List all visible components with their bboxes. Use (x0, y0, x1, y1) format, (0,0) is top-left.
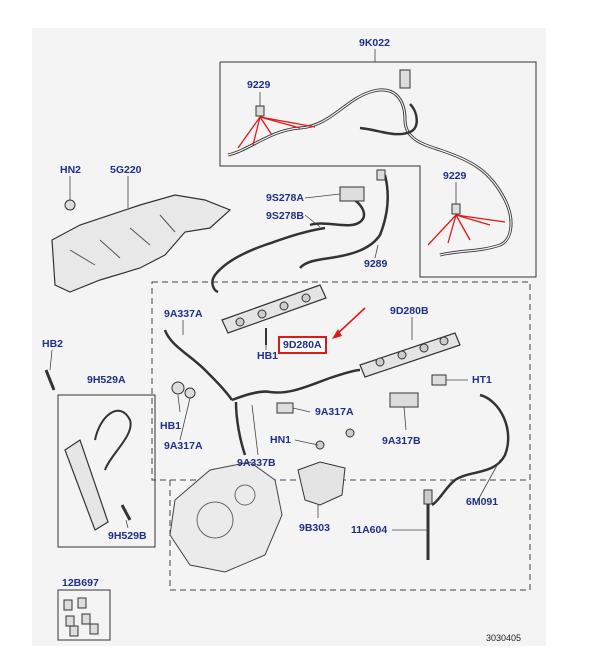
injector-9h529a (64, 439, 109, 531)
label-9a317a-right: 9A317A (315, 406, 354, 418)
label-9229-b: 9229 (443, 170, 467, 182)
fuel-rail-9d280a (221, 284, 327, 334)
label-11a604: 11A604 (351, 524, 388, 536)
label-hb2: HB2 (42, 338, 64, 350)
injector-line-9h529b (94, 409, 132, 471)
return-line-branch (359, 103, 418, 136)
clamp-9a317a-b (276, 402, 294, 414)
bolt-hb2 (44, 369, 56, 391)
group-box-12b697 (57, 589, 111, 641)
label-12b697: 12B697 (62, 577, 99, 589)
fuel-line-9s278a (309, 193, 366, 227)
reference-number: 3030405 (486, 633, 522, 643)
callout-fan-9229-b (427, 214, 506, 246)
label-ht1: HT1 (472, 374, 492, 386)
label-9a337b: 9A337B (237, 457, 276, 469)
label-6m091: 6M091 (466, 496, 499, 508)
label-hn1: HN1 (270, 434, 292, 446)
label-9d280a: 9D280A (278, 336, 327, 354)
label-9s278b: 9S278B (266, 210, 304, 222)
label-9s278a: 9S278A (266, 192, 304, 204)
fuel-line-9a337a (163, 329, 234, 401)
label-9229-a: 9229 (247, 79, 271, 91)
group-box-9k022 (219, 61, 537, 278)
heat-shield-5g220 (51, 194, 232, 293)
pressure-sensor (339, 186, 365, 202)
clamp-9a317a-a (171, 381, 185, 395)
label-9a317a-left: 9A317A (164, 440, 203, 452)
fuel-line-9a337b (231, 368, 361, 402)
label-9h529b: 9H529B (108, 530, 147, 542)
label-9289: 9289 (364, 258, 388, 270)
nut-hn2 (64, 199, 76, 211)
clamp-9a317b (389, 392, 419, 408)
connector-9229-a (255, 105, 265, 117)
label-5g220: 5G220 (110, 164, 142, 176)
label-9d280b: 9D280B (390, 305, 429, 317)
return-line-9k022 (227, 88, 513, 257)
label-9b303: 9B303 (299, 522, 330, 534)
clips-12b697 (63, 597, 99, 637)
leader-lines (49, 49, 501, 531)
label-9a317b: 9A317B (382, 435, 421, 447)
red-arrow (335, 307, 366, 336)
group-box-9h529 (57, 394, 156, 548)
label-9k022: 9K022 (359, 37, 390, 49)
connector-9229-b (451, 203, 461, 215)
bracket-9b303 (297, 461, 346, 506)
sensor-ht1 (431, 374, 447, 386)
fuel-line-9289 (299, 174, 389, 269)
label-hn2: HN2 (60, 164, 82, 176)
fuel-line-9s278b (211, 226, 326, 294)
label-9h529a: 9H529A (87, 374, 126, 386)
label-hb1-a: HB1 (257, 350, 279, 362)
label-hb1-b: HB1 (160, 420, 182, 432)
harness-6m091 (431, 393, 510, 507)
callout-fan-9229-a (237, 116, 316, 149)
fuel-pump (169, 461, 283, 573)
return-valve (399, 69, 411, 89)
label-9a337a: 9A337A (164, 308, 203, 320)
